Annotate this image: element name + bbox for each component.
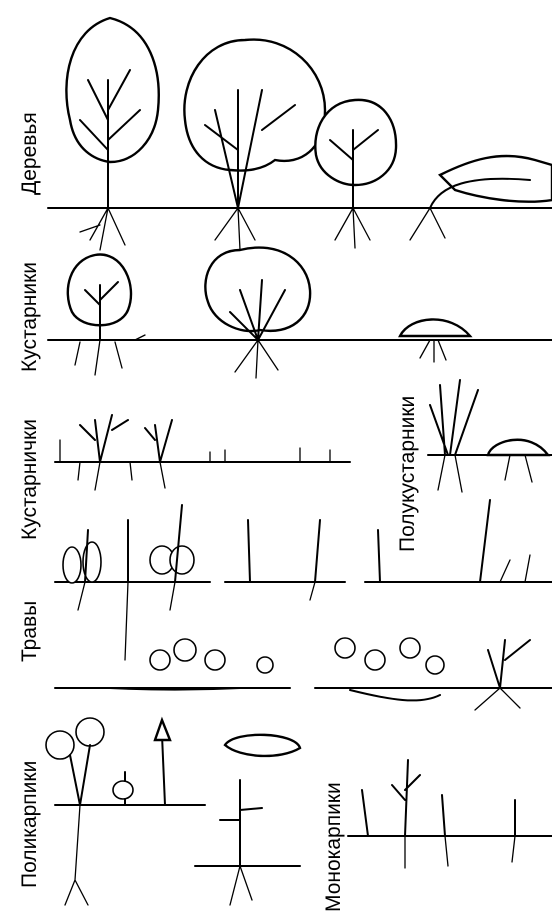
label-dwarf-shrubs: Кустарнички bbox=[18, 419, 41, 540]
tree-creeping-illustration bbox=[410, 156, 552, 240]
label-herbs: Травы bbox=[18, 601, 41, 662]
shrub-small-illustration bbox=[68, 255, 145, 375]
label-trees: Деревья bbox=[18, 112, 41, 195]
tree-tall-illustration bbox=[66, 18, 158, 250]
label-polycarpics: Поликарпики bbox=[18, 761, 41, 888]
shrub-large-illustration bbox=[205, 248, 310, 378]
subshrubs-illustration bbox=[430, 380, 548, 492]
label-subshrubs: Полукустарники bbox=[396, 396, 419, 552]
dwarf-shrubs-illustration bbox=[60, 415, 330, 490]
label-monocarpics: Монокарпики bbox=[322, 782, 345, 912]
monocarpics-illustration bbox=[362, 760, 515, 868]
tree-small-illustration bbox=[315, 100, 396, 248]
herbs-rosette-illustration bbox=[63, 500, 530, 660]
polycarpics-illustration bbox=[46, 718, 300, 905]
ground-line-polycarpics bbox=[55, 805, 300, 866]
herbs-creeping-illustration bbox=[110, 638, 530, 710]
label-shrubs: Кустарники bbox=[18, 262, 41, 372]
tree-multistem-illustration bbox=[184, 40, 325, 250]
